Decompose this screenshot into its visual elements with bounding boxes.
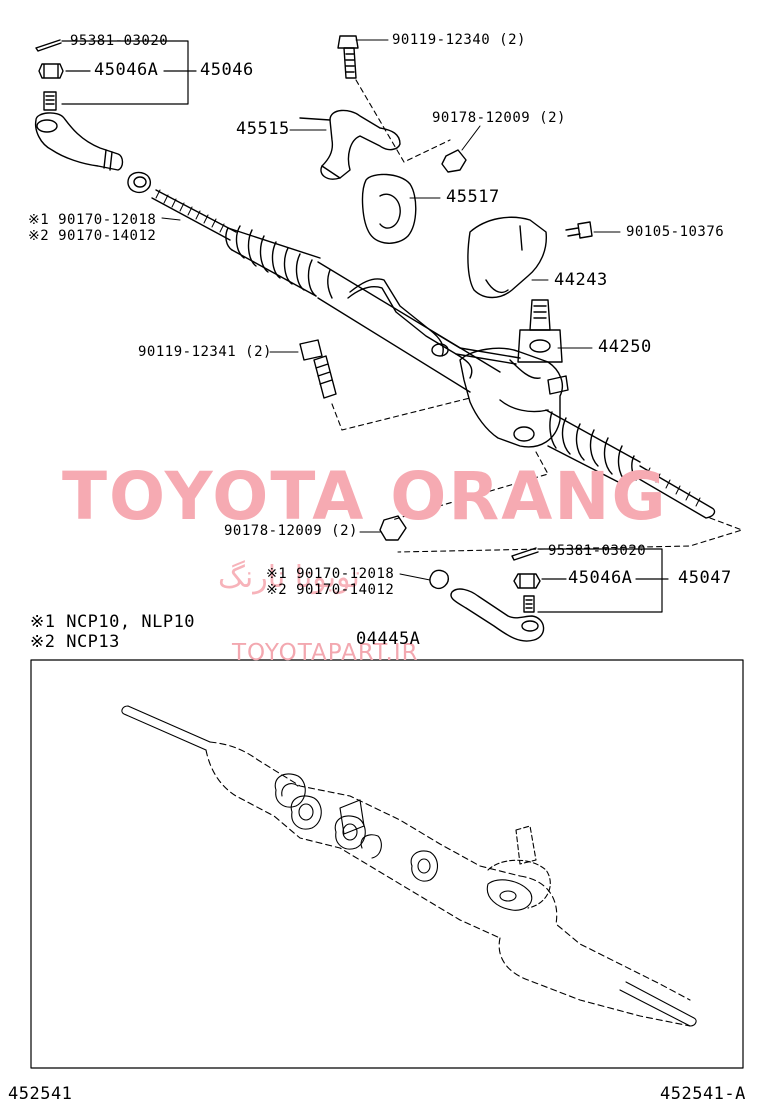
bolt-90105 [565, 221, 593, 239]
kit-label: 04445A [356, 629, 421, 649]
callout-44250: 44250 [598, 337, 652, 357]
callout-bracket-45046 [61, 40, 197, 105]
leader-lines [161, 39, 621, 581]
watermark-persian: تویوتا نارنگ [218, 560, 360, 595]
nut-top [441, 149, 467, 173]
callout-bracket-45047 [537, 548, 669, 613]
callout-ref2-top: ※2 90170-14012 [28, 228, 157, 244]
gear-housing [459, 347, 564, 448]
cotter-pin-top [35, 39, 62, 52]
kit-rack-illustration [121, 705, 697, 1027]
callout-45517: 45517 [446, 187, 500, 207]
castle-nut-top [38, 63, 64, 79]
lock-nut-bottom [429, 569, 450, 590]
callout-45046A-bottom: 45046A [568, 568, 633, 588]
bolt-top [343, 47, 357, 79]
callout-ref2-bottom: ※2 90170-14012 [266, 582, 395, 598]
tie-rod-end-right [429, 547, 545, 642]
callout-45047: 45047 [678, 568, 732, 588]
footer-code-right: 452541-A [660, 1084, 746, 1104]
cotter-pin-bottom [511, 547, 539, 561]
note-ncp13: ※2 NCP13 [30, 632, 120, 652]
tie-rod-end-left [34, 39, 124, 171]
tie-rod-end-body-top [34, 112, 124, 171]
callout-ref1-top: ※1 90170-12018 [28, 212, 157, 228]
callout-90119-12340: 90119-12340 (2) [392, 32, 526, 48]
rack-clamp-bracket [299, 35, 401, 180]
callout-44243: 44243 [554, 270, 608, 290]
callout-90178-top: 90178-12009 (2) [432, 110, 566, 126]
pinion-shaft [529, 299, 551, 331]
note-ncp10: ※1 NCP10, NLP10 [30, 612, 196, 632]
watermark-url: TOYOTAPART.IR [232, 640, 419, 666]
grommet-45517 [361, 173, 417, 244]
castle-nut-bottom [513, 573, 541, 589]
nut-bottom [379, 515, 407, 541]
callout-45046A-top: 45046A [94, 60, 159, 80]
callout-ref1-bottom: ※1 90170-12018 [266, 566, 395, 582]
lock-nut-top [127, 171, 151, 194]
footer-code-left: 452541 [8, 1084, 73, 1104]
callout-90178-bottom: 90178-12009 (2) [224, 523, 358, 539]
callout-95381-top: 95381-03020 [70, 33, 169, 49]
callout-45046: 45046 [200, 60, 254, 80]
callout-45515: 45515 [236, 119, 290, 139]
callout-95381-bottom: 95381-03020 [548, 543, 647, 559]
bolt-lower-left [299, 339, 337, 399]
watermark-main: TOYOTA ORANG [62, 458, 668, 535]
kit-box [30, 659, 744, 1069]
steering-rack-assembly [151, 189, 716, 519]
callout-90119-12341: 90119-12341 (2) [138, 344, 272, 360]
cover-44243 [467, 216, 593, 299]
callout-90105: 90105-10376 [626, 224, 725, 240]
